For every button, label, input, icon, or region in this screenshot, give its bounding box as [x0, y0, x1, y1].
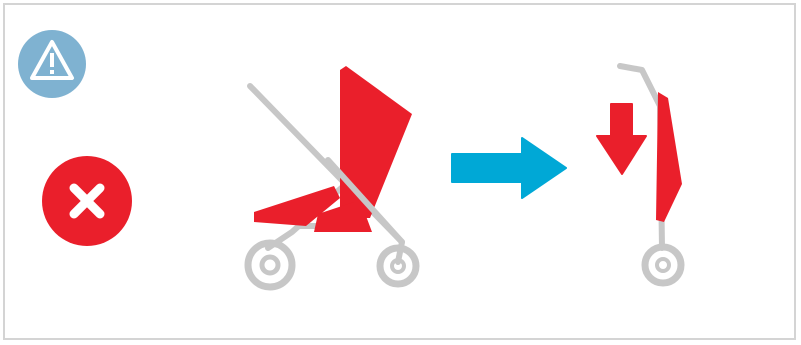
warning-badge: [18, 30, 86, 98]
arrow-right-icon: [452, 138, 566, 198]
stroller-unfolded-seat-back: [340, 66, 412, 218]
prohibited-badge: [42, 156, 132, 246]
stroller-unfolded: [248, 66, 416, 287]
stroller-folded-wheel: [645, 247, 681, 283]
stroller-folded-seat: [656, 92, 682, 222]
arrow-down-icon: [597, 104, 646, 174]
stroller-folded: [620, 66, 682, 283]
